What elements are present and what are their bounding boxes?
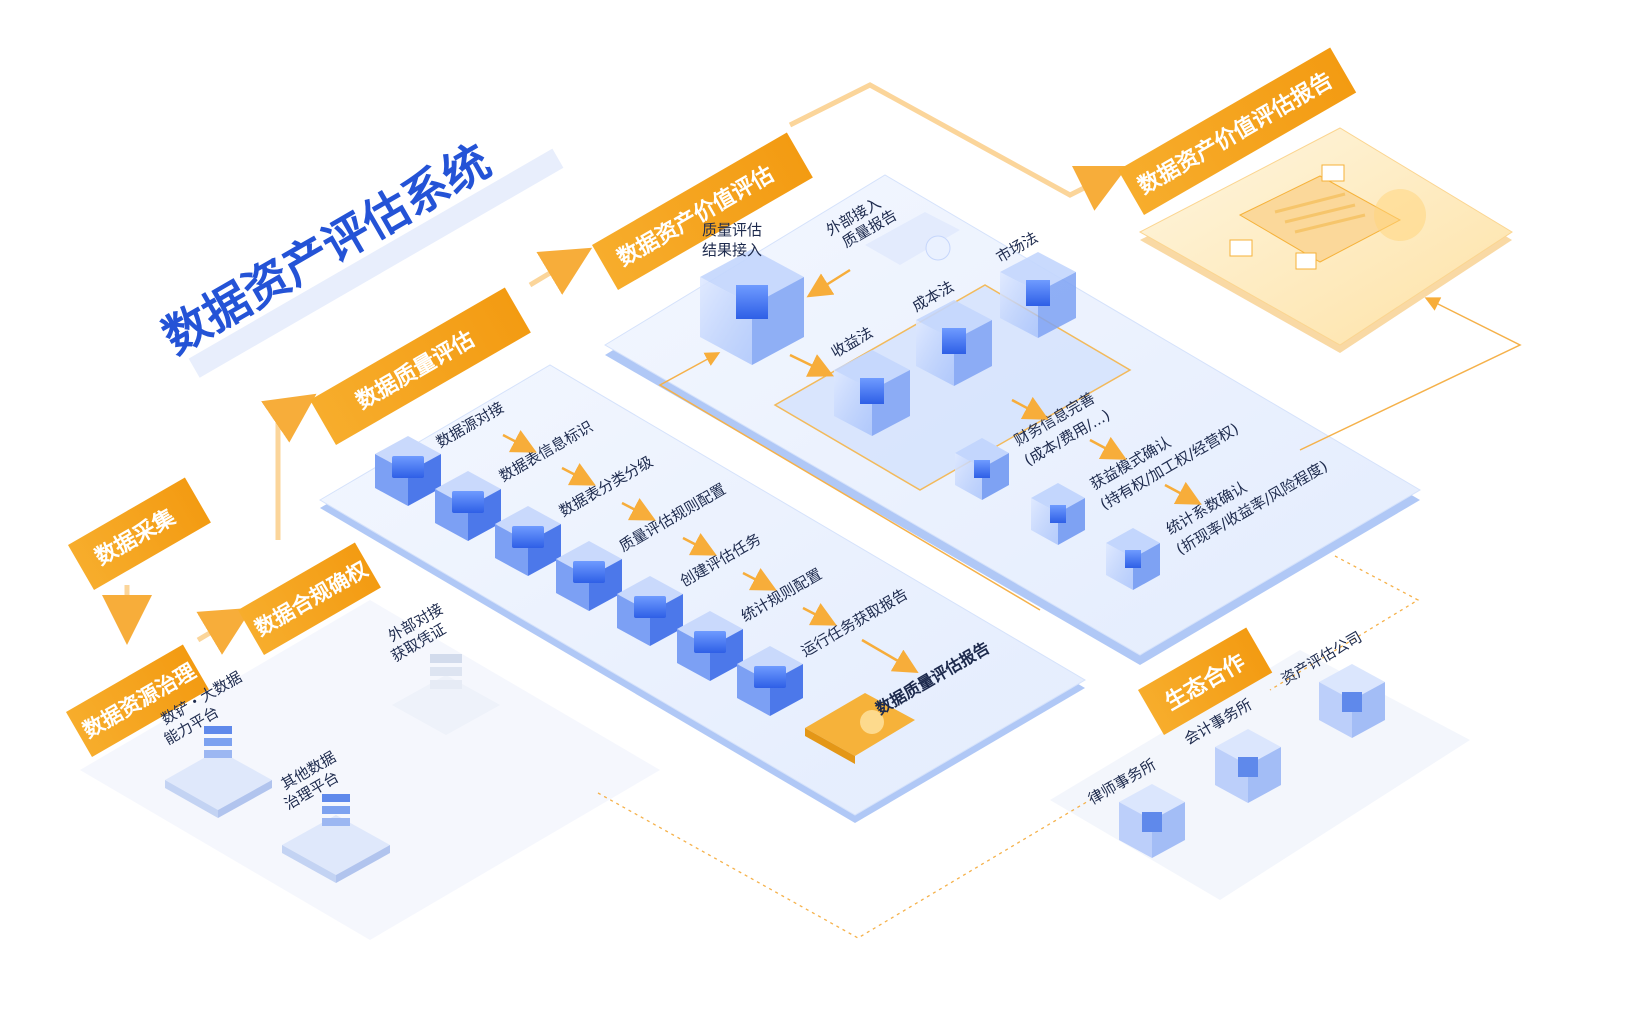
cost-method-cube	[916, 300, 992, 386]
statistics-icon	[677, 611, 743, 681]
report-run-icon	[737, 646, 803, 716]
flow-collect-box: 数据采集	[68, 477, 211, 591]
quality-input-label-2: 结果接入	[702, 241, 762, 259]
value-panel-to-report-line	[1299, 297, 1522, 451]
database-icon	[375, 436, 441, 506]
external-to-quality-arrow	[806, 268, 851, 298]
stack-icon	[204, 726, 232, 758]
task-icon	[617, 576, 683, 646]
quality-step-arrows	[502, 429, 919, 674]
rule-config-icon	[556, 541, 622, 611]
quality-to-income-arrow	[789, 353, 834, 377]
connection-lines	[102, 82, 1522, 939]
quality-step-cubes	[375, 436, 803, 716]
share-icon	[1295, 252, 1317, 270]
governance-to-compliance-arrow	[196, 607, 253, 655]
quality-report-loop-line	[658, 352, 1041, 611]
external-report-card	[865, 212, 960, 265]
quality-input-cube	[700, 249, 804, 365]
stack-icon	[322, 794, 350, 826]
classify-icon	[495, 506, 561, 576]
table-icon	[435, 471, 501, 541]
value-step-arrows	[1011, 396, 1202, 505]
value-step-cube	[1031, 483, 1085, 545]
left-background-plate	[80, 600, 660, 940]
partner-cube	[1319, 664, 1385, 738]
report-platform	[1138, 127, 1513, 353]
stack-icon	[430, 654, 462, 689]
quality-to-value-arrow	[528, 247, 593, 295]
partner-cube	[1119, 784, 1185, 858]
value-step-cube	[1106, 528, 1160, 590]
ecosystem-dotted-line	[597, 555, 1420, 939]
market-method-cube	[1000, 252, 1076, 338]
mining-platform	[165, 726, 272, 818]
quality-input-label-1: 质量评估	[702, 221, 762, 239]
value-to-report-arrow	[788, 82, 1128, 211]
other-platform	[282, 794, 390, 883]
title-shadow	[188, 148, 564, 378]
compliance-to-quality-arrow	[261, 393, 317, 540]
chat-icon	[1321, 164, 1345, 182]
external-platform	[392, 654, 500, 735]
mail-icon	[1229, 239, 1253, 257]
partner-cube	[1215, 729, 1281, 803]
income-method-cube	[834, 350, 910, 436]
value-step-cube	[955, 438, 1009, 500]
